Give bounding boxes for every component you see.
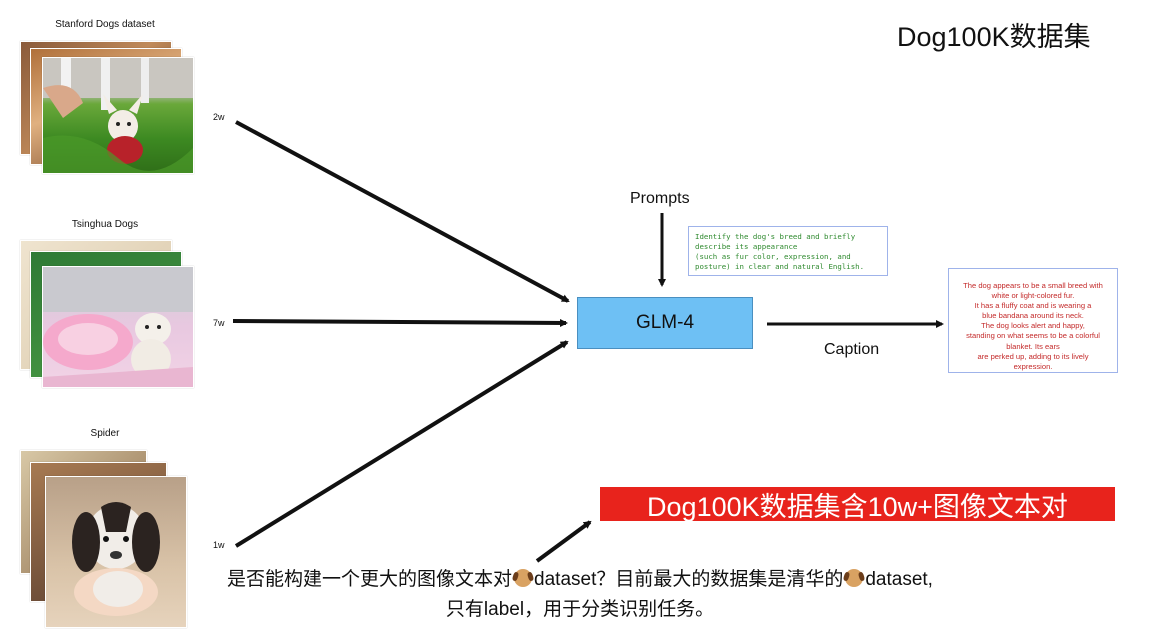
banner-text: Dog100K数据集含10w+图像文本对: [647, 491, 1068, 522]
question-part-1: 是否能构建一个更大的图像文本对: [227, 569, 513, 590]
arrow-question-to-banner: [535, 520, 592, 563]
arrow-spider-to-model: [234, 340, 569, 548]
caption-text-box: The dog appears to be a small breed with…: [948, 268, 1118, 373]
source-label-stanford: Stanford Dogs dataset: [55, 19, 155, 30]
dog-face-icon: [514, 569, 533, 587]
question-line-1: 是否能构建一个更大的图像文本对 dataset？目前最大的数据集是清华的 datas…: [130, 565, 1030, 595]
model-label: GLM-4: [635, 312, 695, 333]
caption-label: Caption: [824, 341, 880, 358]
count-label-spider: 1w: [213, 540, 225, 550]
arrow-stanford-to-model: [235, 120, 570, 303]
dataset-size-banner: Dog100K数据集含10w+图像文本对: [600, 487, 1115, 522]
photo-chihuahua: [42, 57, 194, 174]
prompt-text-box: Identify the dog's breed and briefly des…: [688, 226, 888, 276]
question-text: 是否能构建一个更大的图像文本对 dataset？目前最大的数据集是清华的 datas…: [130, 565, 1030, 625]
page-title: Dog100K数据集: [897, 22, 1091, 52]
question-part-3: dataset,: [865, 569, 933, 590]
prompts-label: Prompts: [630, 190, 690, 207]
source-label-spider: Spider: [90, 428, 120, 439]
count-label-tsinghua: 7w: [213, 318, 225, 328]
model-box: GLM-4: [577, 297, 753, 349]
source-label-tsinghua: Tsinghua Dogs: [71, 219, 139, 230]
dog-face-icon: [845, 569, 864, 587]
question-part-2: dataset？目前最大的数据集是清华的: [534, 569, 844, 590]
arrow-tsinghua-to-model: [232, 318, 568, 327]
question-line-2: 只有label，用于分类识别任务。: [445, 599, 715, 620]
photo-poodle: [42, 266, 194, 388]
photo-beagle-puppy: [45, 476, 187, 628]
count-label-stanford: 2w: [213, 112, 225, 122]
